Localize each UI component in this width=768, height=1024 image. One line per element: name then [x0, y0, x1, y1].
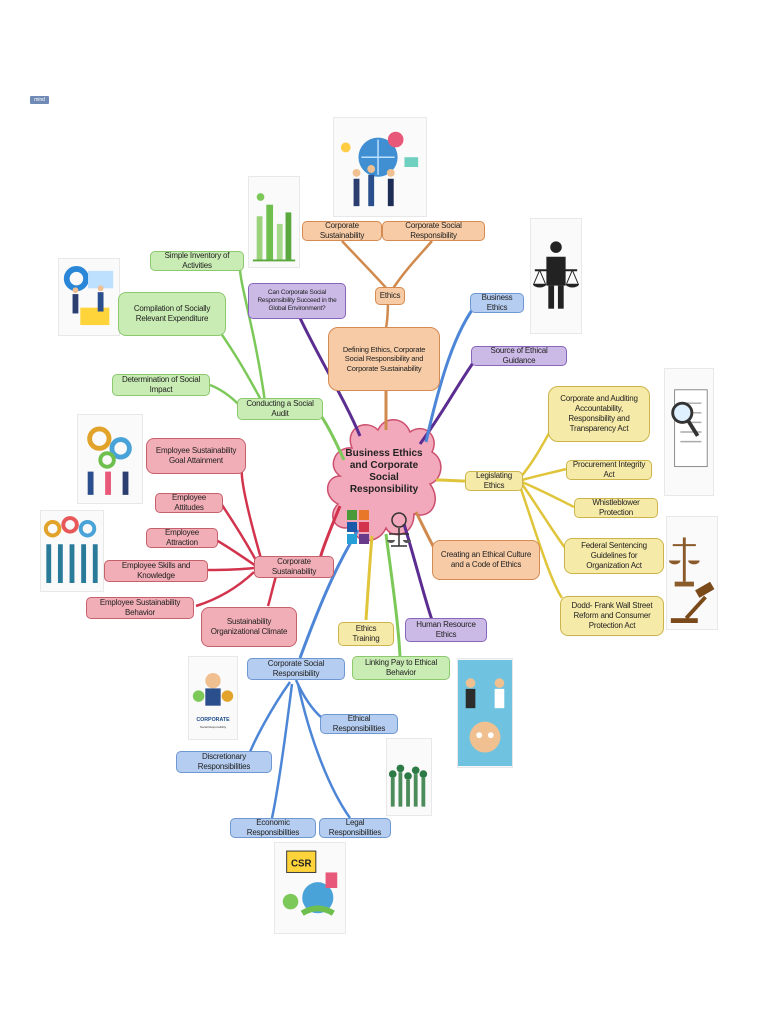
center-sdg-icons	[345, 508, 381, 558]
node-csr-main[interactable]: Corporate Social Responsibility	[247, 658, 345, 680]
node-whistleblower-protection[interactable]: Whistleblower Protection	[574, 498, 658, 518]
node-discretionary-responsibilities[interactable]: Discretionary Responsibilities	[176, 751, 272, 773]
node-corporate-auditing-act[interactable]: Corporate and Auditing Accountability, R…	[548, 386, 650, 442]
node-legal-responsibilities[interactable]: Legal Responsibilities	[319, 818, 391, 838]
csr-card-subtitle: Social Responsibility	[200, 725, 227, 729]
team-gears-illustration	[40, 510, 104, 592]
central-topic[interactable]: Business Ethics and Corporate Social Res…	[345, 448, 423, 495]
node-ethical-responsibilities[interactable]: Ethical Responsibilities	[320, 714, 398, 734]
node-ethical-culture[interactable]: Creating an Ethical Culture and a Code o…	[432, 540, 540, 580]
node-corporate-sustainability-top[interactable]: Corporate Sustainability	[302, 221, 382, 241]
corporate-csr-card: CORPORATE Social Responsibility	[188, 656, 238, 740]
justice-scale-person-illustration	[530, 218, 582, 334]
node-ethics[interactable]: Ethics	[375, 287, 405, 305]
app-logo-badge: mind	[30, 96, 49, 104]
angel-devil-illustration	[457, 658, 513, 768]
node-procurement-integrity-act[interactable]: Procurement Integrity Act	[566, 460, 652, 480]
csr-badge-text: CSR	[291, 859, 312, 870]
node-compilation-expenditure[interactable]: Compilation of Socially Relevant Expendi…	[118, 292, 226, 336]
node-source-ethical-guidance[interactable]: Source of Ethical Guidance	[471, 346, 567, 366]
node-goal-attainment[interactable]: Employee Sustainability Goal Attainment	[146, 438, 246, 474]
node-employee-skills[interactable]: Employee Skills and Knowledge	[104, 560, 208, 582]
node-hr-ethics[interactable]: Human Resource Ethics	[405, 618, 487, 642]
csr-globe-illustration: CSR	[274, 842, 346, 934]
node-economic-responsibilities[interactable]: Economic Responsibilities	[230, 818, 316, 838]
green-city-illustration	[248, 176, 300, 268]
node-linking-pay[interactable]: Linking Pay to Ethical Behavior	[352, 656, 450, 680]
node-simple-inventory[interactable]: Simple Inventory of Activities	[150, 251, 244, 271]
node-csr-top[interactable]: Corporate Social Responsibility	[382, 221, 485, 241]
node-employee-attitudes[interactable]: Employee Attitudes	[155, 493, 223, 513]
top-collaboration-illustration	[333, 117, 427, 217]
node-corp-sustainability[interactable]: Corporate Sustainability	[254, 556, 334, 578]
node-determination-impact[interactable]: Determination of Social Impact	[112, 374, 210, 396]
node-can-csr-succeed[interactable]: Can Corporate Social Responsibility Succ…	[248, 283, 346, 319]
node-legislating-ethics[interactable]: Legislating Ethics	[465, 471, 523, 491]
data-analytics-illustration	[58, 258, 120, 336]
gears-team-illustration	[77, 414, 143, 504]
node-business-ethics[interactable]: Business Ethics	[470, 293, 524, 313]
node-employee-attraction[interactable]: Employee Attraction	[146, 528, 218, 548]
node-employee-behavior[interactable]: Employee Sustainability Behavior	[86, 597, 194, 619]
node-dodd-frank[interactable]: Dodd- Frank Wall Street Reform and Consu…	[560, 596, 664, 636]
node-org-climate[interactable]: Sustainability Organizational Climate	[201, 607, 297, 647]
node-ethics-training[interactable]: Ethics Training	[338, 622, 394, 646]
node-federal-sentencing[interactable]: Federal Sentencing Guidelines for Organi…	[564, 538, 664, 574]
node-social-audit[interactable]: Conducting a Social Audit	[237, 398, 323, 420]
center-justice-icon	[385, 508, 413, 552]
node-defining-ethics[interactable]: Defining Ethics, Corporate Social Respon…	[328, 327, 440, 391]
gavel-scales-illustration	[666, 516, 718, 630]
magnifier-document-illustration	[664, 368, 714, 496]
plant-trees-illustration	[386, 738, 432, 816]
csr-card-title: CORPORATE	[196, 717, 230, 723]
